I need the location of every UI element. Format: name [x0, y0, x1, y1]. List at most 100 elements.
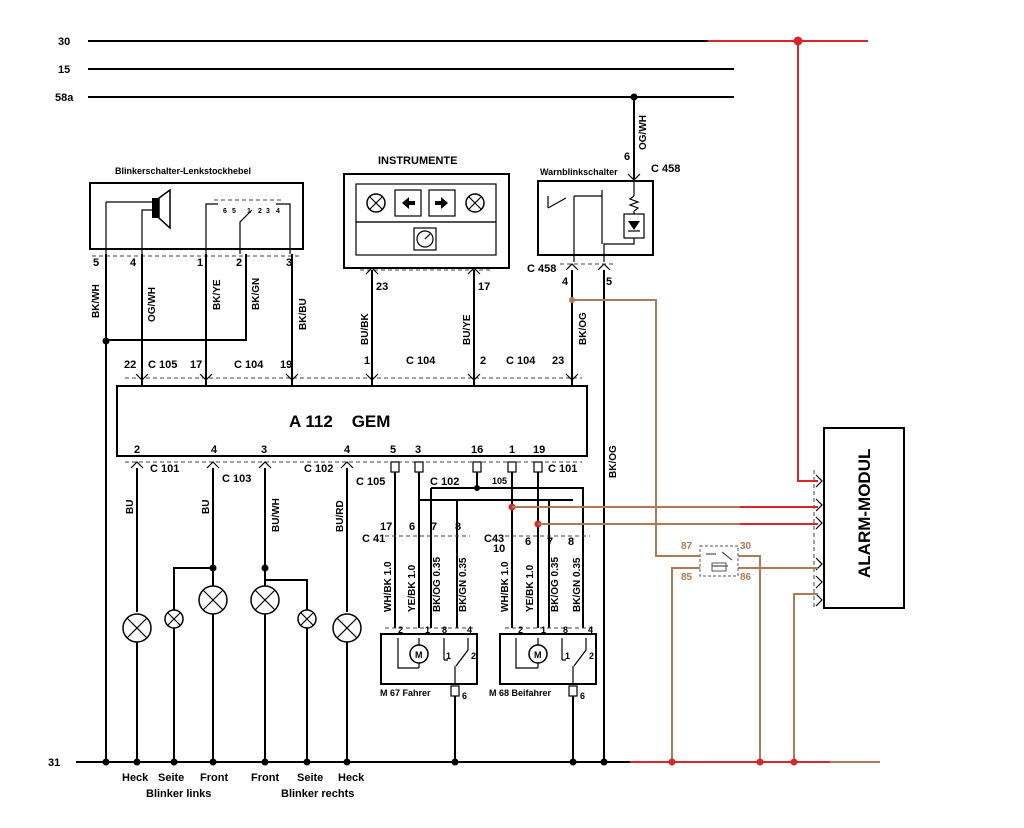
alarm-modul-title: ALARM-MODUL: [855, 449, 874, 578]
m68-box: [499, 633, 597, 685]
gem-pin-1: 1: [364, 355, 370, 367]
instrumente-title: INSTRUMENTE: [378, 155, 457, 167]
gnd-dot-5: [261, 758, 269, 766]
gem-connector-c102-a: C 102: [304, 463, 333, 475]
alarm-feed-30: [797, 41, 818, 482]
m68-switch-pin-1: 1: [565, 651, 570, 661]
gem-box: [116, 385, 588, 457]
arrow-right-box: [428, 189, 456, 217]
lamp-heck-links-icon: [122, 613, 152, 643]
relay-pin-87: 87: [681, 541, 693, 552]
m68-pin-8: 8: [563, 625, 568, 635]
c43-wire-label-1: WH/BK 1.0: [500, 561, 511, 612]
c43-pin-7: 7: [547, 536, 553, 548]
warnblink-pin-5: 5: [606, 276, 612, 288]
lamp-label-heck-links: Heck: [122, 772, 149, 784]
relay-pin-30: 30: [740, 541, 752, 552]
wire-label-bk-ye: BK/YE: [212, 279, 223, 310]
lamp-seite-rechts-icon: [297, 609, 317, 629]
warnblinkschalter-box: [537, 180, 654, 256]
instrumente-box: [343, 173, 510, 269]
wire-label-bu-wh: BU/WH: [271, 498, 282, 532]
c43-label: C43: [484, 533, 504, 545]
wire-label-bk-og-ground: BK/OG: [608, 445, 619, 478]
gem-bottom-pin-marks: [130, 461, 354, 469]
m67-pin-1: 1: [425, 625, 430, 635]
horn-right-lead: [141, 209, 152, 254]
lamp-seite-links-icon: [164, 609, 184, 629]
gauge-box: [413, 227, 437, 251]
wire-label-og-wh: OG/WH: [147, 287, 158, 322]
inner-pin-1: 1: [247, 208, 251, 215]
m68-pin-1: 1: [541, 625, 546, 635]
ground-junction-alarm: [790, 758, 798, 766]
gnd-dot-7: [343, 758, 351, 766]
warnblink-pin-5-mark: [597, 263, 611, 271]
wire-label-bu-ye: BU/YE: [462, 314, 473, 345]
m68-pin-2: 2: [518, 625, 523, 635]
horn-cone-icon: [158, 188, 171, 230]
c43-pin-8: 8: [568, 536, 574, 548]
gem-bottom-pin-1: 1: [509, 444, 515, 456]
gem-connector-c105-bottom: C 105: [356, 476, 385, 488]
lamp-group-right: Blinker rechts: [281, 788, 354, 800]
instrumente-pin-17-mark: [467, 267, 481, 275]
m68-switch-pin-2: 2: [589, 651, 594, 661]
warnblink-pin-4-mark: [565, 263, 579, 271]
m67-pin-4: 4: [467, 625, 472, 635]
m67-ground-socket: [450, 685, 460, 697]
instrumente-gauge-panel: [355, 221, 497, 256]
relay-pin-85: 85: [681, 572, 693, 583]
alarm-warnblink-to-relay: [572, 299, 700, 557]
warnblink-pin-4: 4: [562, 276, 569, 288]
gnd-dot-10: [600, 758, 608, 766]
inner-pin-4: 4: [276, 208, 280, 215]
instrumente-pin-17: 17: [478, 281, 490, 293]
gnd-dot-6: [303, 758, 311, 766]
junction-front-l: [209, 564, 217, 572]
lamp-label-heck-rechts: Heck: [338, 772, 365, 784]
m68-pin-4: 4: [588, 625, 593, 635]
warnblink-switch-icon: [547, 196, 567, 209]
resistor-icon: [628, 195, 640, 212]
gauge-icon: [416, 230, 434, 248]
gem-connector-c102-b: C 102: [430, 476, 459, 488]
inner-pin-5: 5: [232, 208, 236, 215]
c41-wires: [394, 538, 458, 628]
c41-wire-label-4: BK/GN 0.35: [458, 557, 469, 612]
switch-lead-2: [239, 209, 253, 254]
wire-label-bk-gn: BK/GN: [251, 278, 262, 310]
gem-pin-2: 2: [480, 355, 486, 367]
c41-label: C 41: [362, 533, 385, 545]
gnd-dot-3: [170, 758, 178, 766]
lamp-front-links-icon: [198, 585, 228, 615]
wire-label-bu-bk: BU/BK: [360, 313, 371, 345]
lamp-label-seite-rechts: Seite: [297, 772, 323, 784]
warnblink-connector-bottom: C 458: [527, 263, 556, 275]
led-lead: [603, 211, 635, 262]
c41-pin-17: 17: [380, 521, 392, 533]
gem-pin-17: 17: [190, 359, 202, 371]
gem-module: A 112 GEM 22 C 105 17 C 104 19 1 C 104 2…: [116, 355, 588, 488]
c41-pin-6: 6: [409, 521, 415, 533]
gem-connector-c105-top: C 105: [148, 359, 177, 371]
lamp-group-left: Blinker links: [146, 788, 211, 800]
gem-bottom-pin-5: 5: [390, 444, 396, 456]
gem-bottom-pin-3: 3: [261, 444, 267, 456]
m67-switch-pin-2: 2: [471, 651, 476, 661]
wire-label-bu-rd: BU/RD: [335, 500, 346, 532]
blinkerschalter-pin-4: 4: [130, 257, 137, 269]
c43-wires: [511, 538, 584, 628]
c43-pin-6: 6: [525, 536, 531, 548]
blinkerschalter-box: [89, 182, 304, 250]
lamp-label-seite-links: Seite: [158, 772, 184, 784]
wire-gem16-bus: [476, 472, 584, 538]
blinkerschalter-pin-5: 5: [93, 257, 99, 269]
gem-connector-c101-a: C 101: [150, 463, 179, 475]
alarm-wiring: ALARM-MODUL 87 30 85 86: [512, 41, 905, 766]
gem-bottom-pin-3b: 3: [415, 444, 421, 456]
arrow-left-icon: [402, 197, 415, 209]
gem-pin-16-socket: [472, 461, 482, 473]
gnd-dot-4: [209, 758, 217, 766]
